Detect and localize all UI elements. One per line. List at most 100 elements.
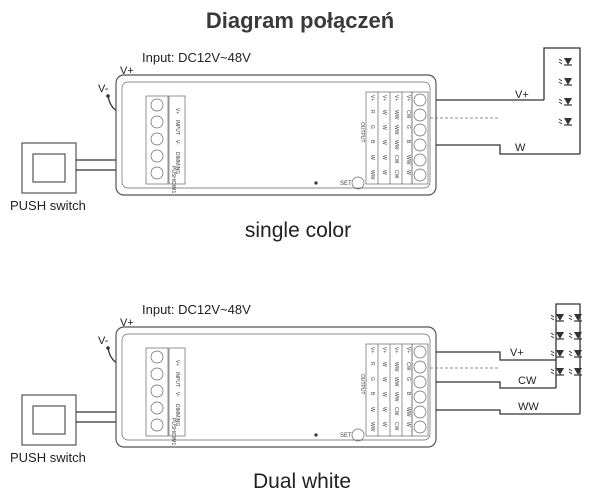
diagram-single-color: Input: DC12V~48V V+ V- PUSH switch V+ IN… [10,47,581,242]
vplus-label: V+ [120,65,134,77]
led-diode-icon [550,368,564,376]
output-label-w: W [515,142,526,154]
output-header: OUTPUT [359,374,365,395]
led-diode-icon [550,350,564,358]
led-diode-icon [558,78,572,86]
push-switch-label: PUSH switch [10,450,86,465]
output-terminal-label: WW [393,110,399,120]
output-terminal-label: V+ [381,347,387,353]
led-diode-icon [568,350,582,358]
input-terminal-block: V+ INPUT V- DIMMING PUSH/DIM1 [145,347,186,445]
led-strip-dual [550,314,582,376]
output-terminal-label: W [381,422,387,427]
output-terminal-label: B [369,392,375,396]
led-diode-icon [568,332,582,340]
output-terminal-label: W [405,170,411,175]
output-terminal-label: CW [393,170,399,179]
diagram-dual-white: Input: DC12V~48V V+ V- PUSH switch V+ IN… [10,302,582,493]
output-terminal-label: G [405,377,411,381]
input-term-vminus: V- [174,392,180,397]
output-label-vplus: V+ [515,89,529,101]
input-term-vminus: V- [174,140,180,145]
output-terminal-label: R [369,362,375,366]
output-terminal-label: WW [393,125,399,135]
status-led-dot [314,433,318,437]
led-diode-icon [558,98,572,106]
output-terminal-label: B [405,392,411,396]
input-term-vplus: V+ [174,360,180,366]
output-terminal-label: CW [393,155,399,164]
led-diode-icon [558,118,572,126]
output-label-vplus: V+ [510,347,524,359]
output-terminal-label: WW [393,392,399,402]
set-button[interactable] [351,428,365,442]
output-terminal-label: W [381,392,387,397]
output-terminal-label: W [405,422,411,427]
dimming-header: DIMMING [174,152,180,174]
input-term-vplus: V+ [174,108,180,114]
output-terminal-label: V+ [393,95,399,101]
input-header: INPUT [174,120,180,135]
output-terminal-label: CW [405,362,411,371]
output-terminal-label: WW [369,170,375,180]
output-label-cw: CW [518,375,537,387]
push-switch-button [32,405,66,435]
caption-single-color: single color [245,219,351,242]
output-terminal-label: W [381,407,387,412]
output-terminal-label: W [381,155,387,160]
output-terminal-label: G [369,377,375,381]
set-button[interactable] [351,176,365,190]
led-diode-icon [568,314,582,322]
output-terminal-label: V+ [381,95,387,101]
output-wire-ww [436,409,580,415]
vplus-label: V+ [120,317,134,329]
output-terminal-label: WW [393,362,399,372]
output-terminal-label: B [369,140,375,144]
output-wire-vplus [436,351,556,361]
output-terminal-label: CW [405,110,411,119]
led-strip-frame [543,47,581,154]
controller-inner-frame [121,333,431,441]
input-header: INPUT [174,372,180,387]
push-switch-button [32,153,66,183]
status-led-dot [314,181,318,185]
output-terminal-label: W [369,155,375,160]
led-diode-icon [550,332,564,340]
output-terminal-label: W [381,125,387,130]
output-header: OUTPUT [359,122,365,143]
output-terminal-label: R [369,110,375,114]
output-terminal-label: G [405,125,411,129]
output-terminal-label: V+ [369,95,375,101]
controller-housing [115,74,437,196]
output-terminal-label: W [381,140,387,145]
input-terminal-block: V+ INPUT V- DIMMING PUSH/DIM1 [145,95,186,193]
led-strip-single [558,58,572,126]
dim-term: PUSH/DIM1 [170,166,176,193]
output-terminal-label: G [369,125,375,129]
output-label-ww: WW [518,401,539,413]
led-diode-icon [558,58,572,66]
output-wire-cw [436,381,556,389]
output-terminal-label: V+ [405,347,411,353]
controller-inner-frame [121,81,431,189]
dim-term: PUSH/DIM1 [170,418,176,445]
vminus-label: V- [98,83,109,95]
led-diode-icon [568,368,582,376]
dimming-header: DIMMING [174,404,180,426]
set-label: SET [340,181,352,187]
led-diode-icon [550,314,564,322]
output-terminal-label: W [381,170,387,175]
output-wire-w [436,144,580,155]
controller-housing [115,326,437,448]
input-label: Input: DC12V~48V [142,50,251,65]
page-title: Diagram połączeń [206,8,394,33]
output-terminal-label: CW [393,407,399,416]
output-terminal-label: WW [369,422,375,432]
output-terminal-label: WW [405,155,411,165]
output-terminal-label: WW [393,140,399,150]
